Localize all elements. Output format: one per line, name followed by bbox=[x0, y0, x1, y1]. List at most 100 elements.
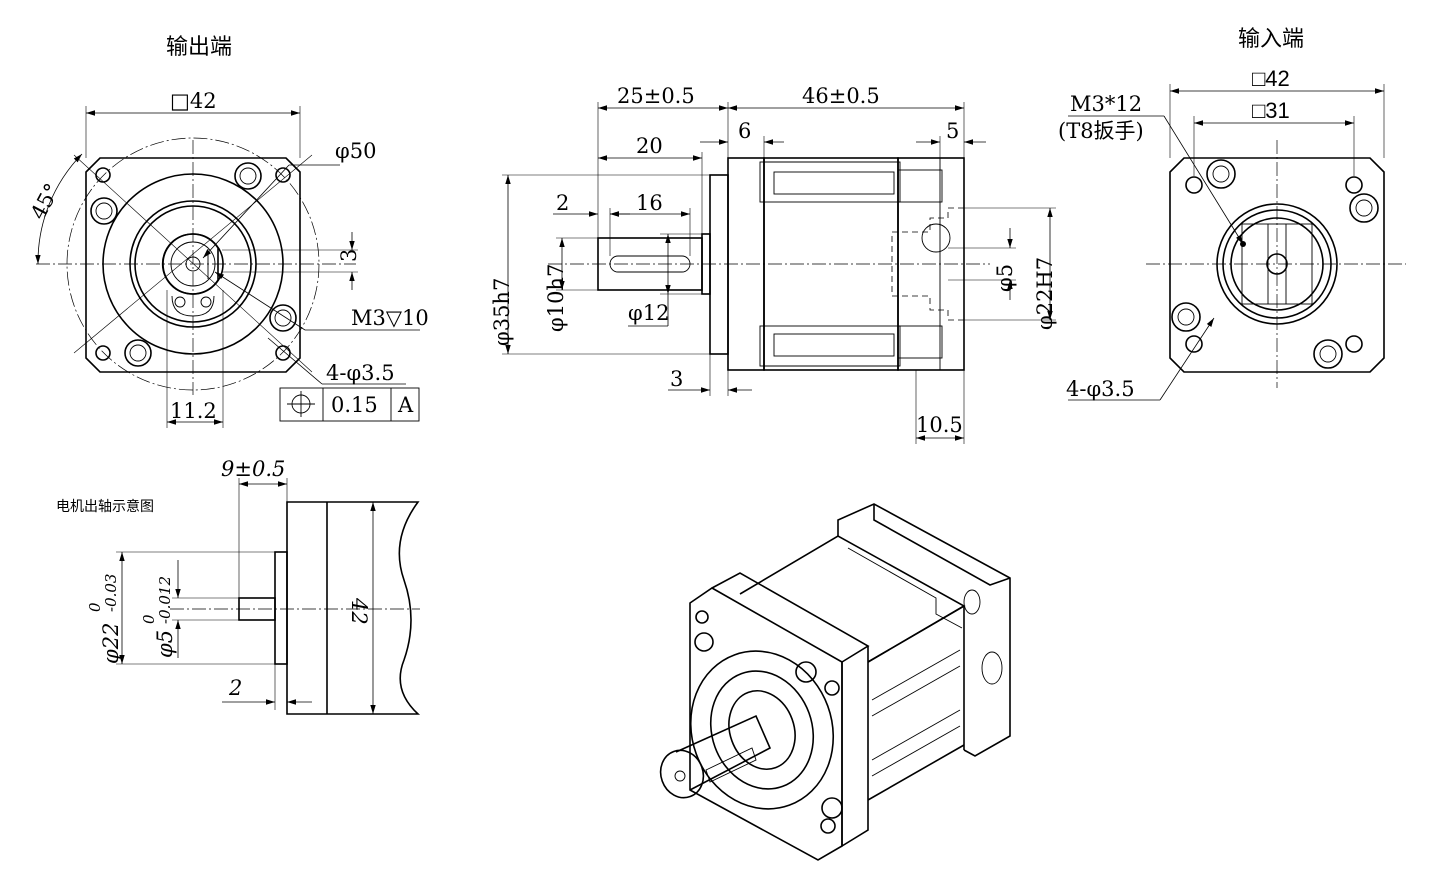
output-housing-circle bbox=[102, 173, 284, 355]
input-hole-br bbox=[1345, 335, 1363, 353]
isometric-view bbox=[659, 503, 1011, 861]
output-pcd-circle bbox=[66, 137, 320, 391]
input-bore-outer bbox=[1216, 203, 1338, 325]
side-shaft-label: 20 bbox=[636, 134, 663, 158]
output-diag-1 bbox=[73, 154, 313, 373]
side-clamp-screw bbox=[921, 223, 951, 253]
iso-rear-notch bbox=[963, 589, 981, 615]
input-bore-mid bbox=[1222, 209, 1332, 319]
iso-front-housing bbox=[689, 650, 835, 810]
iso-front-bearing bbox=[709, 670, 815, 790]
tolerance-value: 0.15 bbox=[331, 393, 378, 417]
input-holes-label: 4-φ3.5 bbox=[1066, 377, 1135, 401]
motor-pilot-tol-dn: -0.03 bbox=[102, 574, 120, 612]
output-end-view: 输出端 bbox=[26, 35, 429, 428]
output-flange-outline bbox=[85, 157, 301, 373]
side-view: 25±0.5 46±0.5 20 6 5 2 16 φ35h7 bbox=[490, 84, 1057, 444]
iso-screw-2 bbox=[795, 661, 817, 683]
side-len2-label: 46±0.5 bbox=[802, 84, 880, 108]
iso-shaft-key bbox=[705, 747, 757, 783]
iso-shaft bbox=[675, 714, 772, 791]
output-screw-4 bbox=[124, 339, 152, 367]
output-clip-hole-r bbox=[200, 296, 212, 308]
output-pilot-circle bbox=[134, 205, 252, 323]
input-hole-tr bbox=[1345, 176, 1363, 194]
input-screw-label: M3*12 bbox=[1070, 92, 1142, 116]
motor-pilot bbox=[274, 551, 288, 665]
side-10-5-label: 10.5 bbox=[916, 413, 963, 437]
input-screw-4 bbox=[1313, 339, 1343, 369]
side-rear-label: 5 bbox=[946, 119, 959, 143]
motor-2-label: 2 bbox=[228, 676, 242, 700]
iso-front-seal bbox=[728, 690, 796, 770]
output-square-label: □42 bbox=[170, 89, 217, 113]
side-boss-label: φ12 bbox=[628, 301, 669, 325]
iso-side-hole bbox=[981, 651, 1003, 685]
iso-body-top bbox=[739, 535, 966, 663]
motor-body bbox=[286, 501, 421, 715]
output-pcd-label: φ50 bbox=[335, 139, 376, 163]
output-hole-bl bbox=[95, 345, 111, 361]
side-shaft-boss bbox=[701, 233, 711, 295]
output-screw-1 bbox=[90, 197, 118, 225]
output-tap-label: M3▽10 bbox=[351, 306, 429, 330]
side-screw-pocket-top bbox=[759, 161, 901, 203]
side-screw-pocket-bottom bbox=[759, 325, 901, 367]
output-offset-label: 11.2 bbox=[170, 399, 217, 423]
side-2-label: 2 bbox=[556, 191, 569, 215]
input-screw-3 bbox=[1171, 302, 1201, 332]
output-hole-tl bbox=[95, 167, 111, 183]
motor-shaft-tol-dn: -0.012 bbox=[156, 576, 174, 624]
output-screw-2 bbox=[234, 162, 262, 190]
iso-shaft-end bbox=[659, 749, 705, 799]
output-shaft-face bbox=[161, 233, 219, 295]
output-tap-leader bbox=[214, 271, 306, 331]
output-end-title: 输出端 bbox=[166, 35, 232, 60]
motor-shaft-title: 电机出轴示意图 bbox=[56, 498, 154, 515]
input-center-hole bbox=[1266, 253, 1288, 275]
input-screw-2 bbox=[1349, 193, 1379, 223]
side-pilot-flange bbox=[709, 174, 729, 355]
position-tolerance-frame: 0.15 A bbox=[279, 387, 420, 422]
input-end-title: 输入端 bbox=[1238, 27, 1304, 52]
side-flange-label: 6 bbox=[738, 119, 751, 143]
input-wrench-label: (T8扳手) bbox=[1058, 119, 1144, 143]
output-hole-tr bbox=[275, 167, 291, 183]
side-key-label: 16 bbox=[636, 191, 663, 215]
output-shaft-inner bbox=[170, 241, 216, 287]
output-center-hole bbox=[185, 256, 201, 272]
side-bore-label: φ5 bbox=[993, 264, 1017, 292]
input-clamp-hub bbox=[1241, 223, 1313, 305]
side-inbore-label: φ22H7 bbox=[1033, 257, 1057, 330]
output-holes-leader bbox=[267, 337, 323, 385]
tolerance-datum: A bbox=[397, 393, 414, 417]
output-clip bbox=[171, 295, 215, 317]
input-flange-outline bbox=[1169, 157, 1385, 373]
side-len1-label: 25±0.5 bbox=[617, 84, 695, 108]
motor-pilot-label: φ22 bbox=[99, 623, 123, 664]
iso-body-bottom bbox=[867, 744, 965, 801]
side-rear-bore bbox=[891, 207, 964, 321]
input-pcd-label: □31 bbox=[1252, 98, 1290, 123]
output-clip-hole-l bbox=[174, 296, 186, 308]
motor-shaft-view: 电机出轴示意图 9±0.5 φ22 0 -0.03 φ5 0 -0.012 bbox=[56, 457, 421, 715]
input-hole-bl bbox=[1185, 335, 1203, 353]
iso-hole-2 bbox=[824, 680, 840, 696]
iso-screw-1 bbox=[694, 632, 714, 652]
input-end-view: 输入端 □42 □31 M3*12 (T8扳手) bbox=[1058, 27, 1406, 401]
iso-hole-1 bbox=[695, 610, 709, 624]
input-square-label: □42 bbox=[1252, 66, 1290, 91]
output-angle-arc bbox=[35, 153, 83, 265]
iso-flange-side bbox=[841, 646, 869, 848]
iso-screw-3 bbox=[821, 797, 843, 819]
input-hole-tl bbox=[1185, 176, 1203, 194]
side-shaft-dia-label: φ10h7 bbox=[544, 264, 568, 332]
output-hole-br bbox=[275, 345, 291, 361]
side-keyway bbox=[609, 255, 691, 273]
motor-shaft-tol-up: 0 bbox=[140, 614, 158, 624]
iso-front-flange bbox=[689, 587, 843, 861]
output-screw-3 bbox=[269, 304, 297, 332]
output-bearing-circle bbox=[129, 200, 257, 328]
side-3-label: 3 bbox=[670, 367, 683, 391]
